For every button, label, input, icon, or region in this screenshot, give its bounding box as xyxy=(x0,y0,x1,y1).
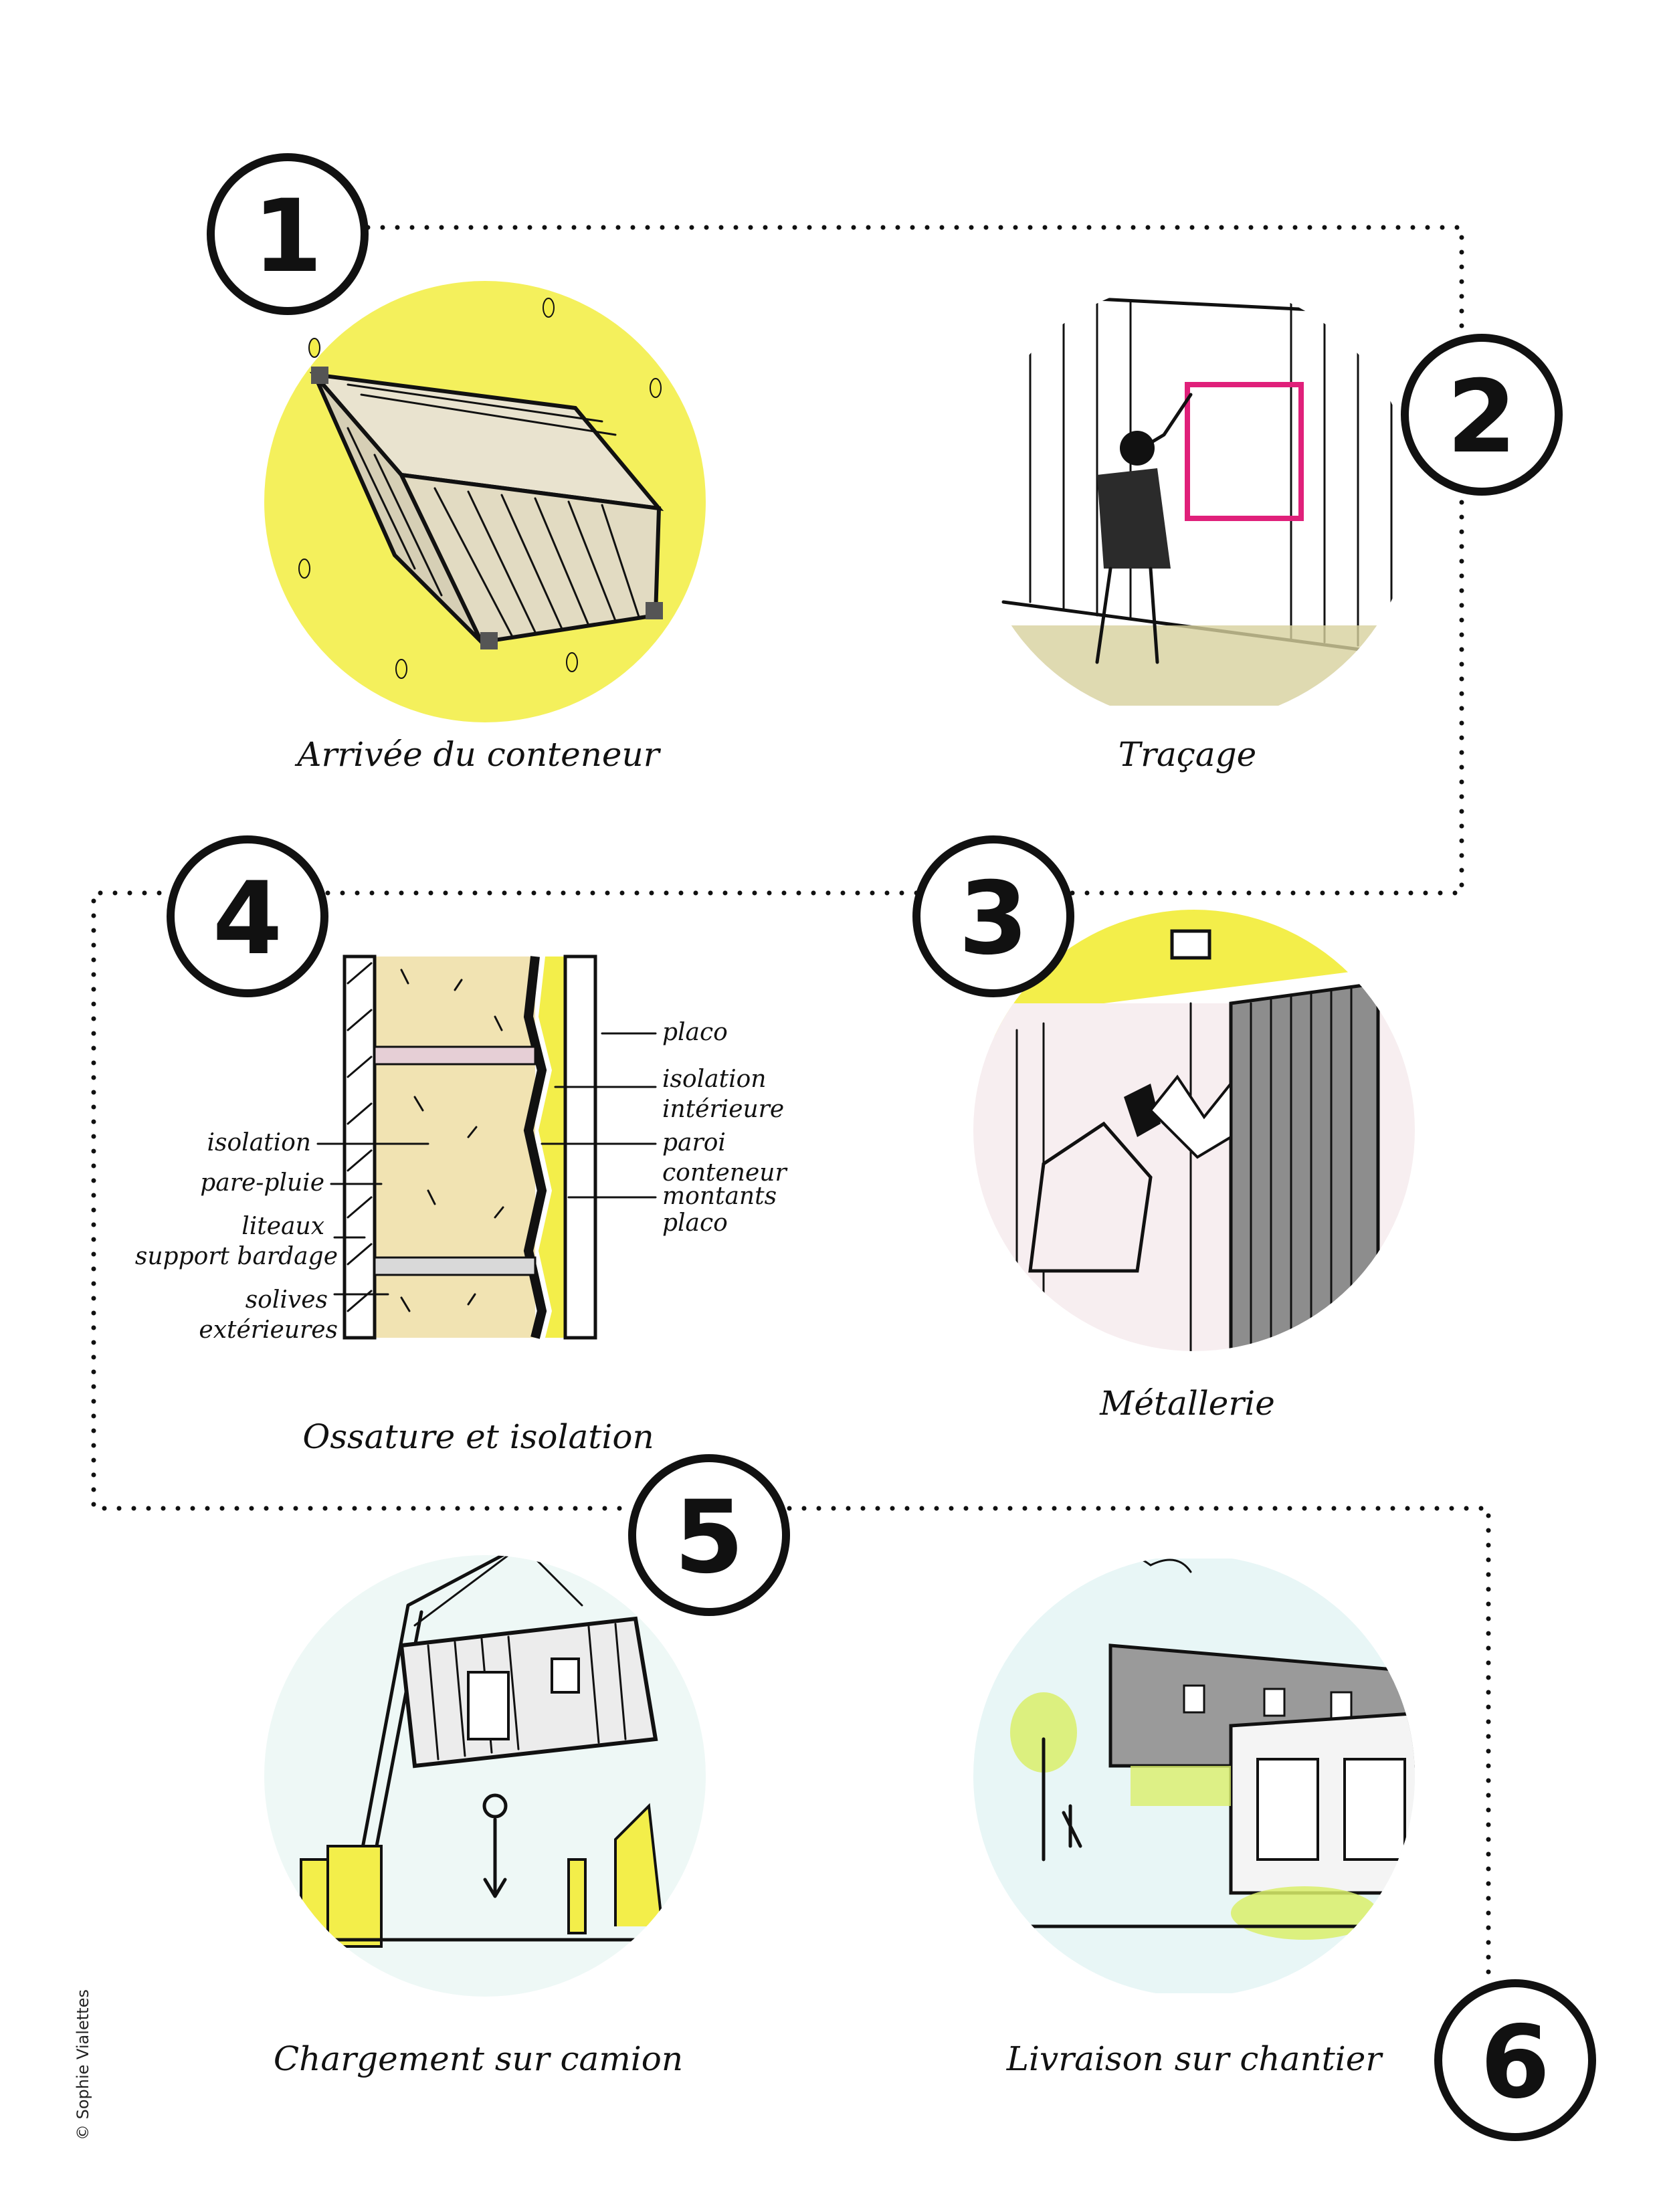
step-number-5: 5 xyxy=(628,1454,790,1616)
step-4-wall-section: placo isolation intérieure paroi contene… xyxy=(135,954,787,1344)
caption-step-5: Chargement sur camion xyxy=(274,2039,683,2078)
label-isolation-interieure-2: intérieure xyxy=(662,1096,784,1123)
step-number-6: 6 xyxy=(1434,1979,1596,2141)
svg-text:4: 4 xyxy=(213,861,282,977)
label-exterieures: extérieures xyxy=(199,1316,338,1344)
label-montants-2: placo xyxy=(662,1209,728,1237)
caption-step-1: Arrivée du conteneur xyxy=(294,735,661,774)
label-paroi-2: conteneur xyxy=(662,1159,787,1187)
label-placo-top: placo xyxy=(662,1019,728,1046)
credit-text: © Sophie Vialettes xyxy=(74,1989,92,2140)
svg-text:2: 2 xyxy=(1447,359,1517,476)
caption-step-4: Ossature et isolation xyxy=(302,1417,654,1456)
svg-text:6: 6 xyxy=(1480,2005,1550,2121)
svg-text:3: 3 xyxy=(959,861,1028,977)
step-number-3: 3 xyxy=(912,835,1074,997)
caption-step-6: Livraison sur chantier xyxy=(1006,2039,1384,2078)
label-pare-pluie: pare-pluie xyxy=(200,1169,324,1197)
step-5-illustration xyxy=(264,1555,706,1997)
label-montants-1: montants xyxy=(662,1183,777,1210)
step-number-2: 2 xyxy=(1401,334,1563,496)
label-paroi-1: paroi xyxy=(662,1129,726,1157)
caption-step-2: Traçage xyxy=(1118,735,1256,774)
step-6-illustration xyxy=(973,1555,1415,1997)
step-number-4: 4 xyxy=(167,835,328,997)
step-3-illustration xyxy=(973,910,1415,1351)
label-solives: solives xyxy=(246,1286,328,1314)
dotted-connector-path xyxy=(91,225,1491,1983)
step-number-1: 1 xyxy=(207,153,369,315)
label-liteaux: liteaux xyxy=(241,1213,324,1240)
label-support-bardage: support bardage xyxy=(135,1243,338,1270)
step-2-illustration xyxy=(973,281,1415,722)
label-isolation: isolation xyxy=(207,1129,311,1157)
caption-step-3: Métallerie xyxy=(1099,1384,1275,1423)
step-1-illustration xyxy=(264,281,706,722)
label-isolation-interieure-1: isolation xyxy=(662,1066,766,1093)
svg-text:1: 1 xyxy=(253,179,322,295)
svg-text:5: 5 xyxy=(674,1480,744,1596)
